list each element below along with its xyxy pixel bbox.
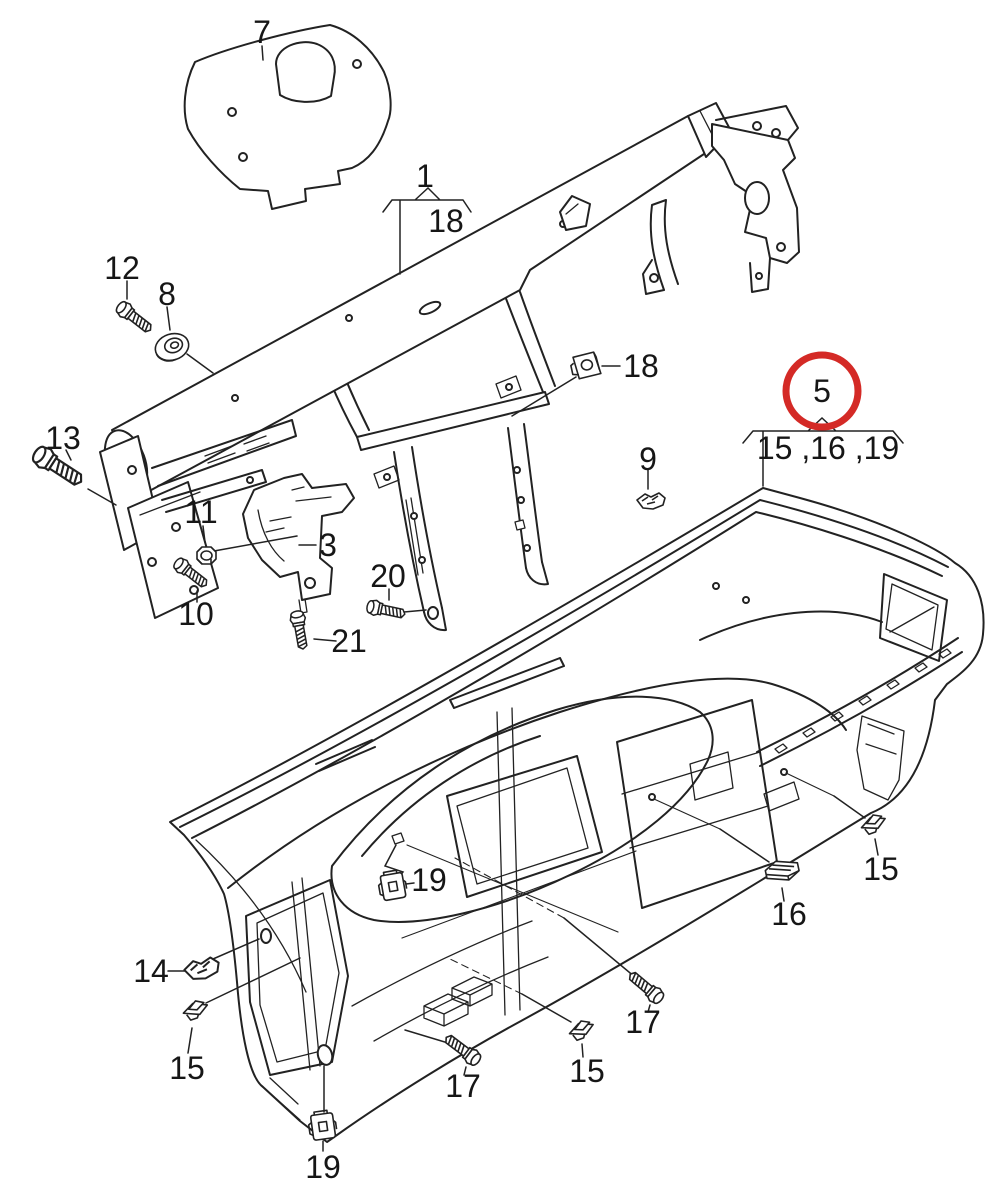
- part-label: 20: [370, 558, 406, 594]
- part-label: 5: [813, 373, 831, 409]
- nut-icon: [196, 546, 217, 565]
- part-label: 12: [104, 250, 140, 286]
- part-label: 9: [639, 441, 657, 477]
- wing-clip-icon: [636, 492, 666, 510]
- part-label: 14: [133, 953, 169, 989]
- part-label: 21: [331, 623, 367, 659]
- part-label: 18: [428, 203, 464, 239]
- grommet-icon: [151, 328, 194, 366]
- u-nut-clip-icon: [568, 350, 602, 381]
- wing-clip-icon: [182, 955, 222, 983]
- part-label: 17: [445, 1068, 481, 1104]
- screw-icon: [112, 298, 157, 338]
- part-label: 15: [569, 1053, 605, 1089]
- mounting-bracket-drawing: [242, 473, 355, 614]
- screw-icon: [624, 967, 668, 1008]
- part-label: 11: [184, 494, 217, 530]
- highlight-circle: [782, 351, 862, 431]
- crossmember-drawing: [99, 102, 800, 632]
- screw-icon: [288, 609, 312, 652]
- part-label: 15: [169, 1050, 205, 1086]
- part-label: 15: [863, 851, 899, 887]
- part-label: 19: [411, 862, 447, 898]
- part-label: 1: [416, 158, 434, 194]
- insulation-panel-drawing: [183, 24, 392, 210]
- part-label: 15 ,16 ,19: [757, 430, 899, 466]
- trim-clip-icon: [180, 998, 211, 1022]
- part-label: 10: [178, 596, 214, 632]
- part-label: 16: [771, 896, 807, 932]
- part-label: 7: [253, 14, 271, 50]
- part-label: 17: [625, 1004, 661, 1040]
- screw-icon: [364, 597, 408, 623]
- part-label: 3: [319, 527, 337, 563]
- part-label: 19: [305, 1149, 341, 1185]
- part-label: 8: [158, 276, 176, 312]
- part-labels: 7 1 18 12 8 18 13 5 15 ,16 ,19 9 11 3 20 10 21 19 15 16 14…: [45, 14, 899, 1185]
- part-label: 18: [623, 348, 659, 384]
- part-label: 13: [45, 420, 81, 456]
